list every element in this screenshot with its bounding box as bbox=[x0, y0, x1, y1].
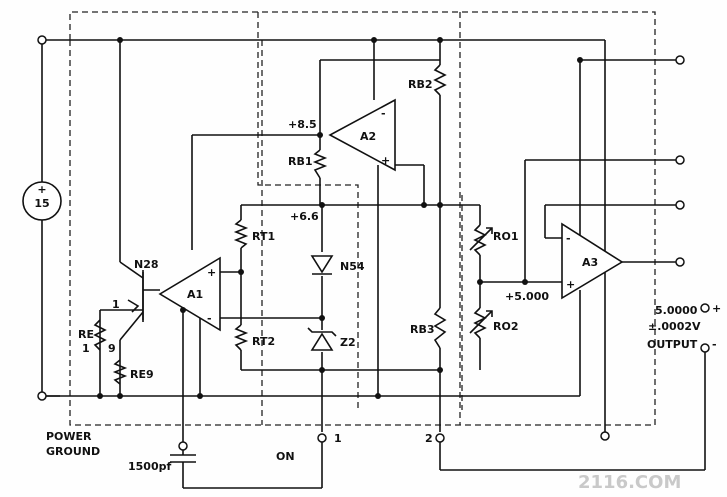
dashed-enclosures bbox=[69, 11, 656, 426]
a2-label: A2 bbox=[360, 130, 376, 143]
a1-minus: - bbox=[207, 312, 212, 325]
n54-label: N54 bbox=[340, 260, 365, 273]
voltage-5-000: +5.000 bbox=[505, 290, 549, 303]
zener-z2: Z2 bbox=[307, 327, 356, 351]
rb3-label: RB3 bbox=[410, 323, 435, 336]
a1-label: A1 bbox=[187, 288, 203, 301]
voltage-8-5: +8.5 bbox=[288, 118, 317, 131]
resistor-rt1: RT1 bbox=[233, 219, 275, 249]
potentiometer-ro2: RO2 bbox=[469, 307, 518, 339]
output-value: 5.0000 bbox=[655, 304, 698, 317]
output-plus-sign: + bbox=[712, 302, 721, 315]
output-minus-sign: - bbox=[712, 338, 717, 351]
output-tolerance: ±.0002V bbox=[648, 320, 701, 333]
cap-label: 1500pf bbox=[128, 460, 171, 473]
re-label: RE bbox=[78, 328, 94, 341]
rt2-label: RT2 bbox=[252, 335, 275, 348]
opamp-a2: A2 - + bbox=[328, 98, 396, 172]
resistor-re9: RE9 bbox=[112, 359, 154, 385]
resistor-rb1: RB1 bbox=[288, 149, 328, 179]
resistor-re: RE 1 bbox=[78, 319, 107, 355]
terminal-2-label: 2 bbox=[425, 432, 433, 445]
a3-label: A3 bbox=[582, 256, 598, 269]
a3-minus: - bbox=[566, 232, 571, 245]
opamp-a1: A1 + - bbox=[158, 256, 221, 332]
a1-plus: + bbox=[207, 266, 216, 279]
svg-text:+: + bbox=[37, 183, 46, 196]
source-label: 15 bbox=[34, 197, 49, 210]
opamp-a3: A3 - + bbox=[561, 222, 624, 300]
ro1-label: RO1 bbox=[493, 230, 518, 243]
pin9-label: 9 bbox=[108, 342, 116, 355]
resistor-rb2: RB2 bbox=[408, 64, 447, 96]
voltage-source: + 15 bbox=[22, 181, 62, 221]
junction-dots bbox=[97, 37, 583, 399]
pin1-label: 1 bbox=[112, 298, 120, 311]
power-label: POWER bbox=[46, 430, 92, 443]
terminals bbox=[37, 35, 710, 451]
voltage-6-6: +6.6 bbox=[290, 210, 319, 223]
output-label: OUTPUT bbox=[647, 338, 698, 351]
a2-plus: + bbox=[381, 154, 390, 167]
watermark: 2116.COM bbox=[578, 472, 681, 493]
terminal-1-label: 1 bbox=[334, 432, 342, 445]
potentiometer-ro1: RO1 bbox=[469, 224, 518, 256]
rb1-label: RB1 bbox=[288, 155, 313, 168]
transistor-n28: N28 1 9 bbox=[108, 258, 159, 355]
resistor-rb3: RB3 bbox=[410, 307, 447, 349]
transistor-label: N28 bbox=[134, 258, 159, 271]
rb2-label: RB2 bbox=[408, 78, 433, 91]
re9-label: RE9 bbox=[130, 368, 154, 381]
z2-label: Z2 bbox=[340, 336, 356, 349]
resistor-rt2: RT2 bbox=[233, 324, 275, 351]
diode-n54: N54 bbox=[310, 255, 365, 275]
on-label: ON bbox=[276, 450, 295, 463]
a2-minus: - bbox=[381, 107, 386, 120]
rt1-label: RT1 bbox=[252, 230, 275, 243]
ro2-label: RO2 bbox=[493, 320, 518, 333]
re-value: 1 bbox=[82, 342, 90, 355]
capacitor-1500pf: 1500pf bbox=[128, 442, 196, 473]
a3-plus: + bbox=[566, 278, 575, 291]
ground-label: GROUND bbox=[46, 445, 100, 458]
